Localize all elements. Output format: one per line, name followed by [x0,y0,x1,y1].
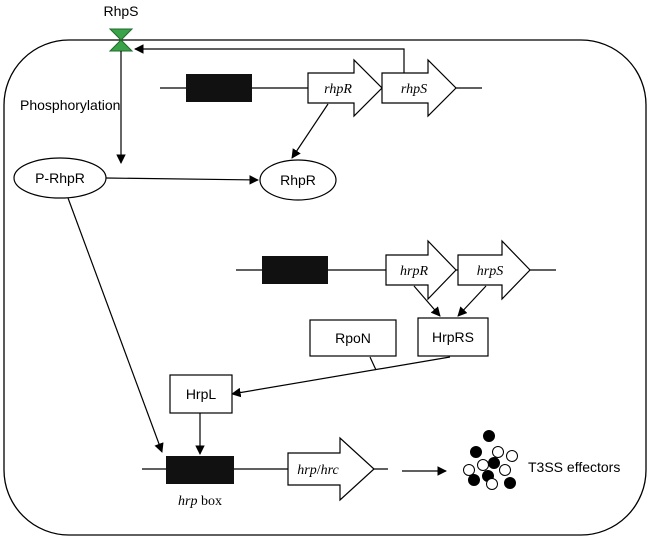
p-rhpr-label: P-RhpR [35,170,85,186]
t3ss-effectors-label: T3SS effectors [528,459,620,475]
effector-dot [483,430,495,442]
hrpl-box [169,374,233,414]
effector-dot [499,464,511,476]
hrp-box-rect [166,456,234,484]
hrprs-to-hrpl-arrow [231,356,451,398]
rhps-gene-label: rhpS [401,82,427,97]
hrps-gene-arrow [457,239,531,301]
hrpr-expression-arrow [413,285,441,317]
p-rhpr-to-rhpr-arrow [105,175,259,185]
p-rhpr-to-hrp-box-arrow [67,197,164,453]
hrpr-gene-arrow [385,239,457,301]
rhps-gene-arrow [381,58,457,118]
hrprs-label: HrpRS [432,329,474,345]
rhpr-gene-label: rhpR [324,82,352,97]
rhps-expression-arrow [134,44,405,73]
rpon-connector [369,356,377,371]
rpon-label: RpoN [335,330,371,346]
effector-dot [477,459,489,471]
hrp-hrc-gene-label: hrp/hrc [297,463,339,478]
hrps-gene-label: hrpS [477,264,503,279]
hrpr-gene-label: hrpR [400,264,428,279]
effector-dot [506,450,518,462]
cell-membrane [3,39,647,536]
effector-dot [488,457,500,469]
hrp-hrc-gene-arrow [287,436,375,502]
effector-dot [504,477,516,489]
rhpr-gene-arrow [307,58,383,118]
hrprs-box [417,317,489,357]
rhp-promoter-box [186,74,252,102]
rhpr-expression-arrow [291,103,329,159]
hrps-expression-arrow [457,285,487,317]
effector-dot [492,446,504,458]
effector-dot [463,464,475,476]
effector-dot [470,446,482,458]
hrp-regulator-promoter-box [262,256,328,284]
rhpr-protein-label: RhpR [280,172,316,188]
effector-dot [486,478,498,490]
hrp-box-label: hrp box [178,494,222,509]
rhpr-protein-node [259,159,337,201]
rhps-label: RhpS [103,3,138,19]
rpon-box [309,319,397,357]
t3ss-effectors-cluster [463,430,518,490]
effector-dot [468,474,480,486]
phosphorylation-label: Phosphorylation [20,97,120,113]
hrpl-label: HrpL [186,386,217,402]
